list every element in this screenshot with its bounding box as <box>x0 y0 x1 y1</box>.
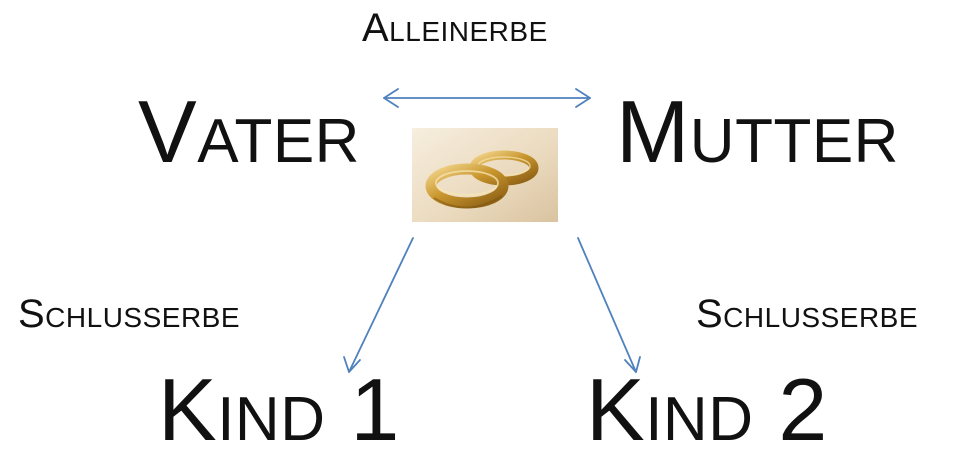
arrow-to-kind-1 <box>343 237 414 373</box>
arrows-layer <box>343 88 641 373</box>
relation-label-schlusserbe-left: Schlusserbe <box>18 292 241 336</box>
relation-label-alleinerbe: Alleinerbe <box>362 6 548 50</box>
wedding-rings-icon <box>412 128 558 222</box>
node-kind-1: Kind 1 <box>158 360 400 459</box>
node-kind-2: Kind 2 <box>586 360 828 459</box>
node-mutter: Mutter <box>616 82 899 181</box>
double-arrow-parents <box>383 88 591 108</box>
relation-label-schlusserbe-right: Schlusserbe <box>696 292 919 336</box>
node-vater: Vater <box>138 82 360 181</box>
arrow-to-kind-2 <box>577 237 641 373</box>
